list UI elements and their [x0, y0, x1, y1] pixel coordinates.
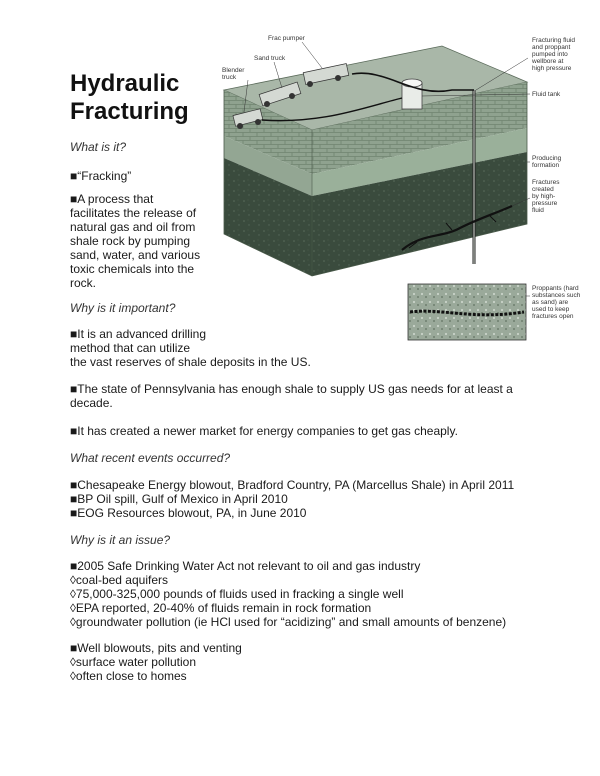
list-item: ◊groundwater pollution (ie HCl used for … [70, 615, 507, 629]
title-line-1: Hydraulic [70, 70, 180, 97]
text-line: shale rock by pumping [70, 234, 191, 248]
label-fluid-tank: Fluid tank [532, 91, 561, 98]
list-item: ■EOG Resources blowout, PA, in June 2010 [70, 506, 307, 520]
text-line: toxic chemicals into the [70, 262, 195, 276]
list-item: ◊EPA reported, 20-40% of fluids remain i… [70, 601, 372, 615]
question-why-important: Why is it important? [70, 301, 176, 315]
text-line: sand, water, and various [70, 248, 201, 262]
text-line: the vast reserves of shale deposits in t… [70, 355, 311, 369]
frac-pumper-truck [302, 63, 350, 87]
label-fracturing-fluid: high pressure [532, 65, 572, 72]
label-blender-truck: Blender [222, 67, 245, 74]
text-line: natural gas and oil from [70, 220, 196, 234]
label-fracturing-fluid: Fracturing fluid [532, 37, 575, 44]
list-item: ◊surface water pollution [70, 655, 196, 669]
question-why-issue: Why is it an issue? [70, 533, 171, 547]
issue-list-drinking-water: ■2005 Safe Drinking Water Act not releva… [70, 559, 506, 629]
list-item: ■Well blowouts, pits and venting [70, 641, 242, 655]
label-proppants: used to keep [532, 306, 570, 313]
label-fractures: by high- [532, 193, 555, 200]
question-what-is-it: What is it? [70, 140, 127, 154]
list-item: ◊coal-bed aquifers [70, 573, 168, 587]
list-item: ■BP Oil spill, Gulf of Mexico in April 2… [70, 492, 288, 506]
label-blender-truck: truck [222, 74, 237, 81]
label-proppants: substances such [532, 292, 581, 299]
list-item: ■Chesapeake Energy blowout, Bradford Cou… [70, 478, 515, 492]
bullet-newer-market: ■It has created a newer market for energ… [70, 424, 458, 438]
label-fractures: created [532, 186, 554, 193]
bullet-advanced-drilling: ■It is an advanced drilling method that … [70, 327, 311, 369]
proppant-inset [407, 283, 527, 341]
label-fractures: fluid [532, 207, 544, 214]
label-fractures: pressure [532, 200, 558, 207]
page-title: Hydraulic Fracturing [70, 70, 189, 126]
issue-list-blowouts: ■Well blowouts, pits and venting ◊surfac… [70, 641, 242, 683]
fluid-tank [401, 78, 423, 110]
text-line: ■A process that [70, 192, 154, 206]
text-line: rock. [70, 276, 97, 290]
bullet-fracking: ■“Fracking” [70, 169, 132, 183]
text-line: method that can utilize [70, 341, 191, 355]
list-item: ◊often close to homes [70, 669, 187, 683]
label-fracturing-fluid: pumped into [532, 51, 568, 58]
events-list: ■Chesapeake Energy blowout, Bradford Cou… [70, 478, 514, 520]
list-item: ◊75,000-325,000 pounds of fluids used in… [70, 587, 404, 601]
text-line: decade. [70, 396, 113, 410]
fracture-line [401, 204, 513, 251]
label-fracturing-fluid: wellbore at [531, 58, 564, 65]
mid-layer [224, 136, 312, 196]
text-line: ■It is an advanced drilling [70, 327, 206, 341]
label-proppants: as sand) are [532, 299, 569, 306]
label-producing-formation: Producing [532, 155, 562, 162]
title-line-2: Fracturing [70, 98, 189, 125]
text-line: facilitates the release of [70, 206, 197, 220]
list-item: ■2005 Safe Drinking Water Act not releva… [70, 559, 421, 573]
shale-layer [224, 158, 312, 276]
text-line: ■The state of Pennsylvania has enough sh… [70, 382, 513, 396]
label-sand-truck: Sand truck [254, 55, 286, 62]
sand-truck [258, 81, 302, 107]
bullet-pennsylvania-shale: ■The state of Pennsylvania has enough sh… [70, 382, 513, 410]
hose-line [351, 72, 474, 93]
label-frac-pumper: Frac pumper [268, 35, 306, 42]
label-fracturing-fluid: and proppant [532, 44, 571, 51]
label-producing-formation: formation [532, 162, 559, 169]
bullet-process-description: ■A process that facilitates the release … [70, 192, 200, 290]
blender-truck [232, 108, 264, 129]
label-fractures: Fractures [532, 179, 560, 186]
label-proppants: Proppants (hard [532, 285, 579, 292]
question-recent-events: What recent events occurred? [70, 451, 231, 465]
fracking-diagram: Frac pumper Sand truck Blender truck Fra… [222, 35, 581, 341]
label-proppants: fractures open [532, 313, 574, 320]
soil-layer [224, 90, 312, 174]
